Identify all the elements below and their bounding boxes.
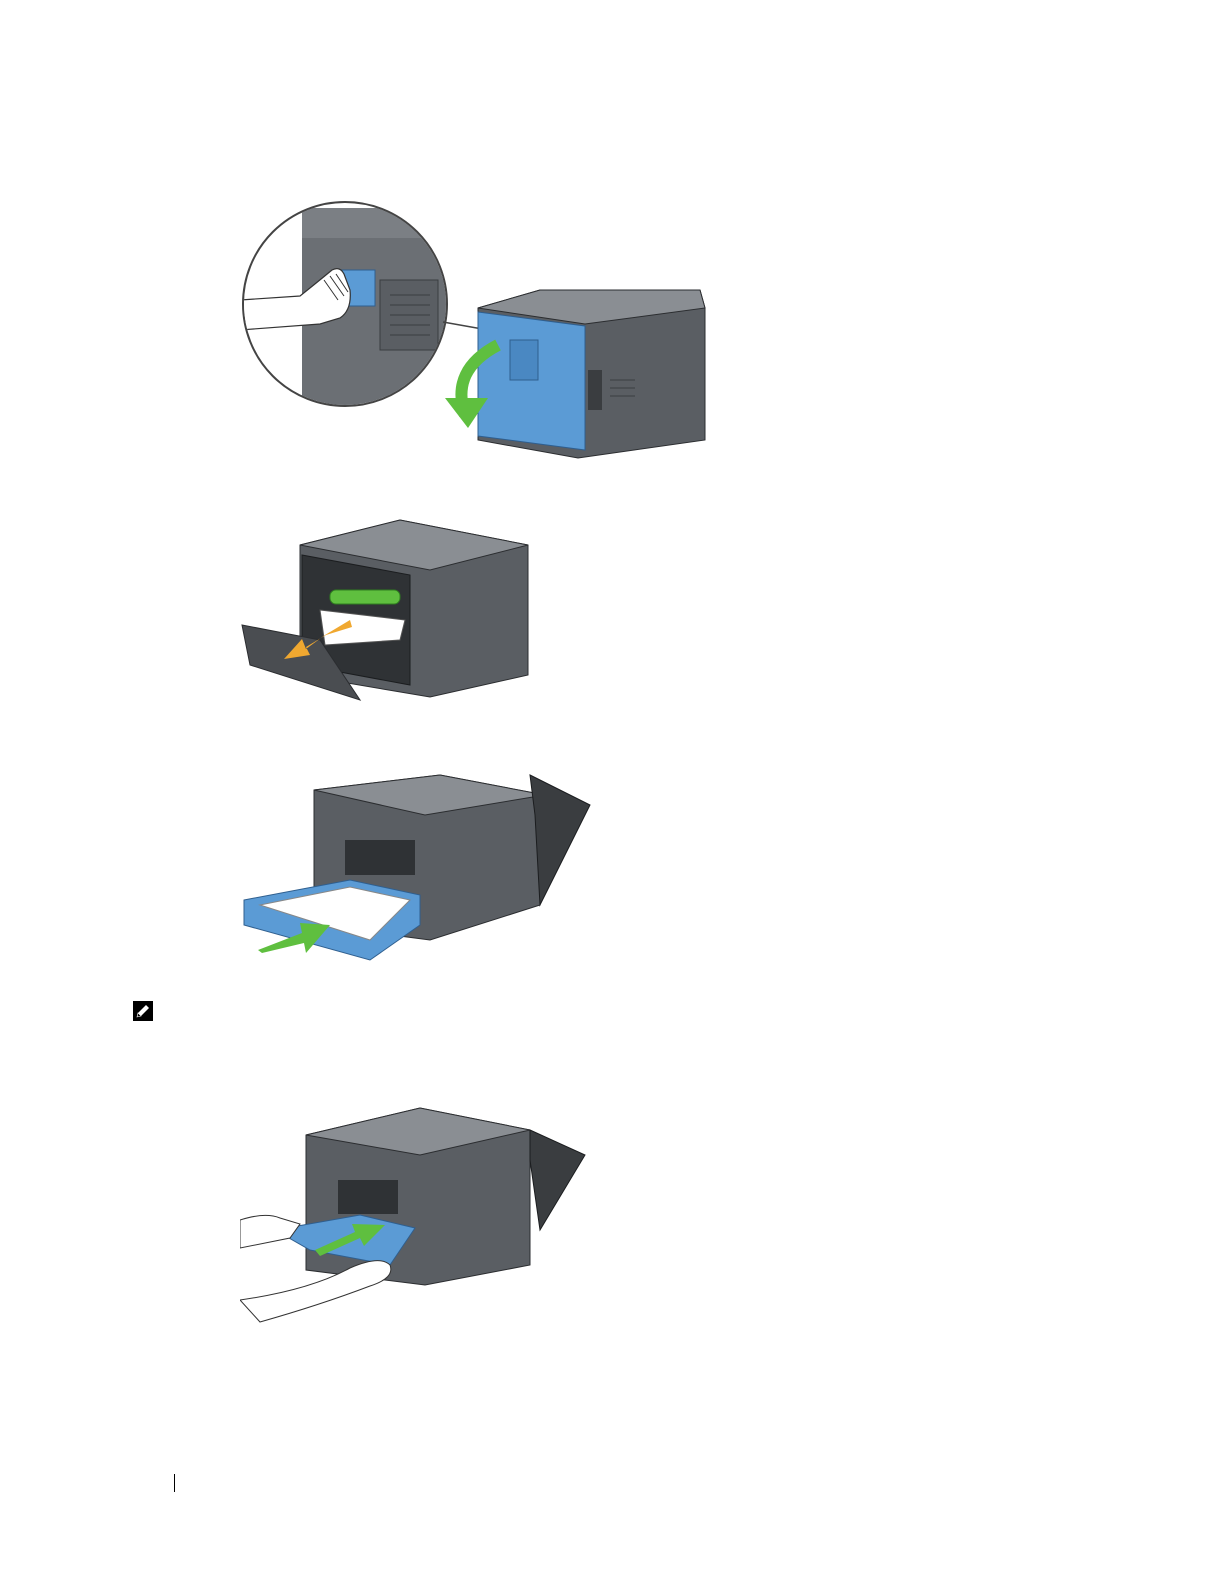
printer-icon — [478, 290, 705, 458]
page-number-rule — [174, 1474, 175, 1492]
printer-icon — [242, 520, 528, 700]
figure-rear-cover-open — [240, 200, 720, 470]
note-pencil-icon — [132, 1000, 154, 1022]
figure-remove-jammed-paper — [240, 515, 540, 705]
figure-insert-tray — [240, 755, 600, 980]
magnifier-callout-icon — [240, 202, 488, 408]
figure-insert-tray-hands — [240, 1100, 590, 1330]
printer-icon — [306, 1108, 585, 1285]
